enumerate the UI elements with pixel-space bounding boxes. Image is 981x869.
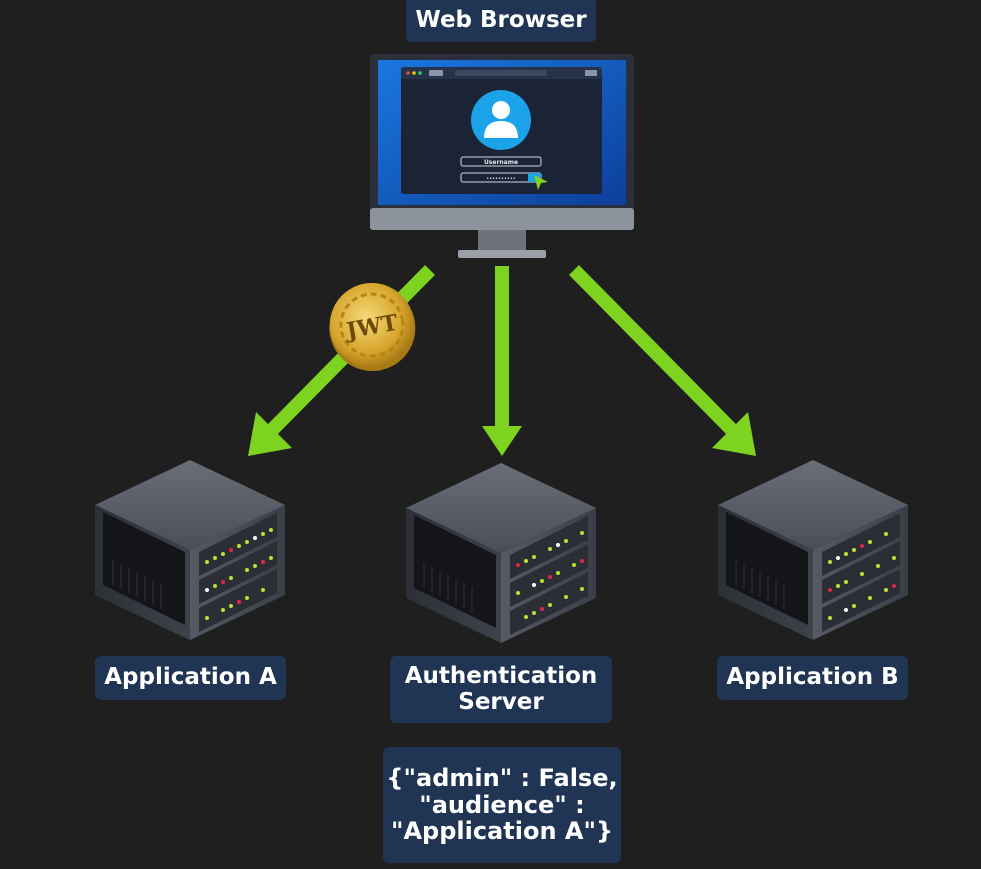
application-a-label: Application A: [95, 656, 286, 700]
web-browser-label: Web Browser: [406, 0, 596, 42]
arrow-to-application-b: [569, 265, 756, 456]
jwt-claims-box: {"admin" : False, "audience" : "Applicat…: [383, 747, 621, 863]
server-authentication-icon: [406, 463, 596, 643]
auth-label-line1: Authentication: [404, 662, 598, 689]
application-b-label: Application B: [717, 656, 908, 700]
password-mask: ••••••••••: [486, 176, 516, 182]
claims-line3: "Application A"}: [390, 817, 614, 846]
user-avatar-icon: [471, 90, 531, 150]
authentication-server-label: Authentication Server: [390, 656, 612, 723]
auth-label-line2: Server: [458, 688, 544, 715]
claims-line2: "audience" :: [419, 790, 585, 819]
arrow-to-auth-server: [482, 266, 522, 456]
claims-line1: {"admin" : False,: [386, 763, 618, 792]
server-application-b-icon: [718, 460, 908, 640]
server-application-a-icon: [95, 460, 285, 640]
cursor-icon: [534, 175, 548, 190]
username-field: [460, 156, 542, 167]
jwt-token-icon: JWT: [329, 283, 416, 371]
monitor-icon: Username ••••••••••: [370, 54, 634, 258]
username-placeholder: Username: [484, 159, 518, 166]
